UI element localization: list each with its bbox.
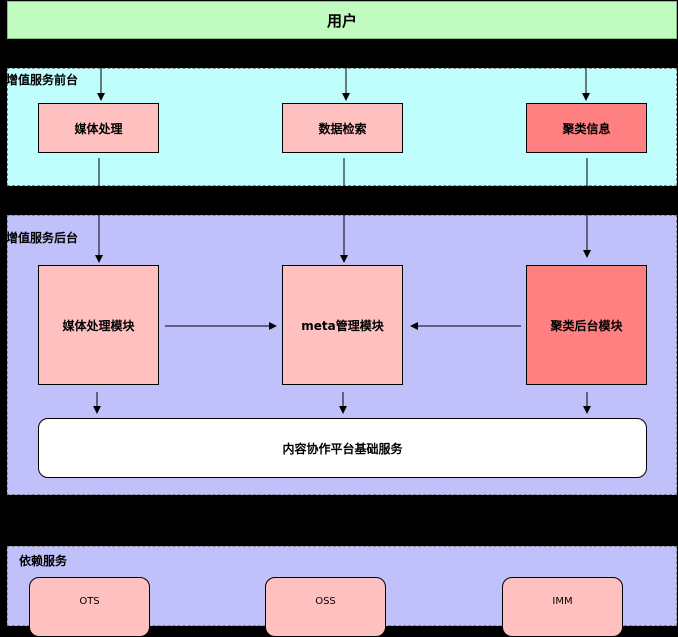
foundation-service-box: 内容协作平台基础服务 (38, 418, 647, 478)
media-module-box: 媒体处理模块 (38, 265, 159, 385)
clustering-info-label: 聚类信息 (562, 121, 611, 136)
foundation-service-label: 内容协作平台基础服务 (282, 441, 403, 456)
media-processing-box: 媒体处理 (38, 103, 159, 153)
user-label: 用户 (326, 11, 357, 30)
data-search-box: 数据检索 (282, 103, 403, 153)
clustering-module-label: 聚类后台模块 (550, 318, 623, 333)
media-module-label: 媒体处理模块 (62, 318, 135, 333)
user-bar: 用户 (7, 1, 677, 39)
data-search-label: 数据检索 (318, 121, 367, 136)
media-processing-label: 媒体处理 (74, 121, 123, 136)
clustering-info-box: 聚类信息 (526, 103, 647, 153)
back-layer-title: 增值服务后台 (6, 231, 79, 245)
dependency-layer-title: 依赖服务 (19, 554, 68, 568)
imm-label: IMM (552, 596, 573, 607)
clustering-module-box: 聚类后台模块 (526, 265, 647, 385)
meta-module-label: meta管理模块 (301, 318, 384, 333)
imm-box: IMM (502, 577, 623, 637)
ots-box: OTS (29, 577, 150, 637)
front-layer-title: 增值服务前台 (6, 73, 79, 87)
oss-box: OSS (265, 577, 386, 637)
ots-label: OTS (79, 596, 100, 607)
meta-module-box: meta管理模块 (282, 265, 403, 385)
oss-label: OSS (315, 596, 336, 607)
